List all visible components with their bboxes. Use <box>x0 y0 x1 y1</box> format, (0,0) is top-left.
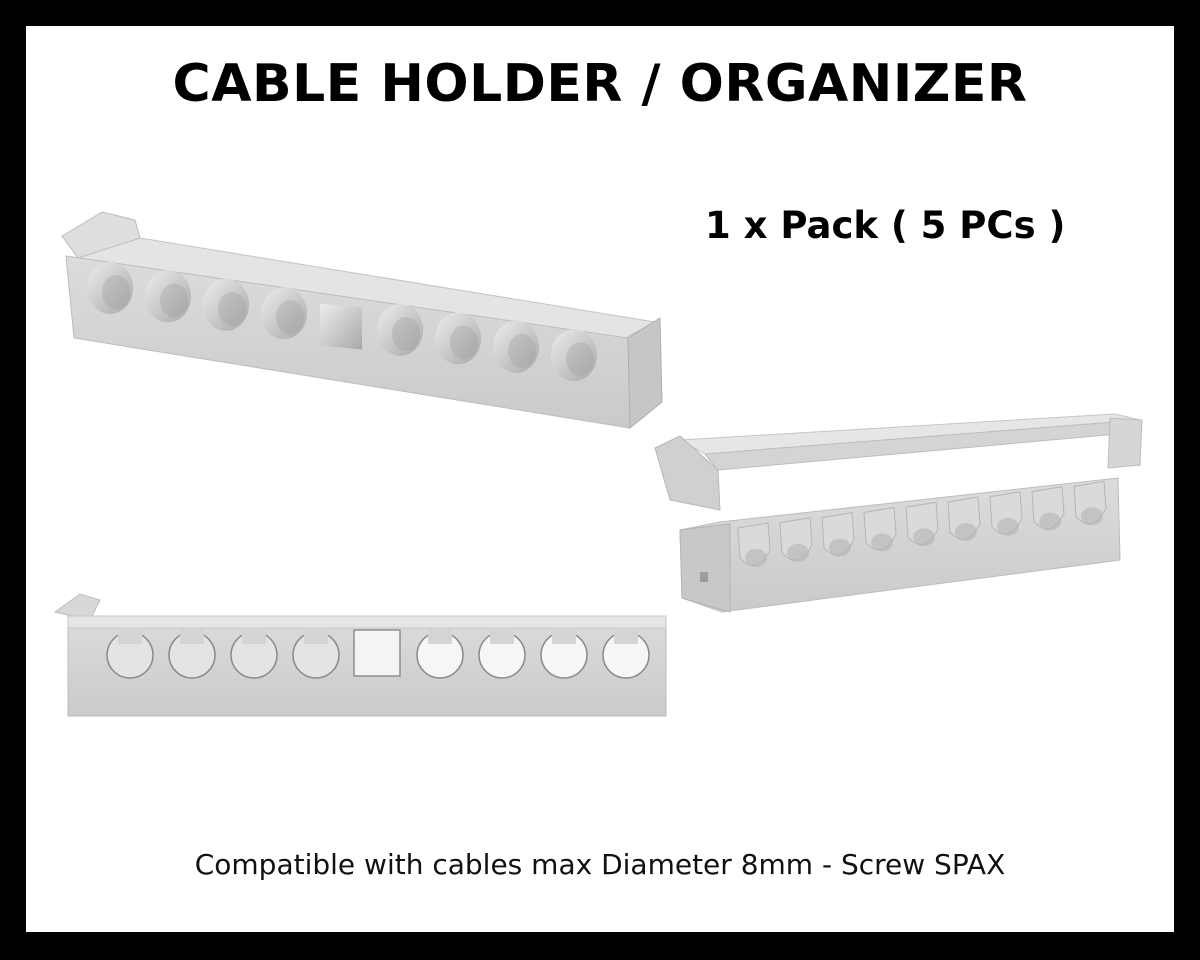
slot-groove <box>745 549 767 567</box>
slot-opening <box>304 628 328 644</box>
slot-opening <box>490 628 514 644</box>
screw-hole <box>700 572 708 582</box>
slot-shadow <box>508 333 536 368</box>
white-canvas <box>26 26 1174 932</box>
cable-slots <box>106 628 650 679</box>
round-slot <box>551 329 597 382</box>
slot-shadow <box>566 342 594 377</box>
slot-opening <box>428 628 452 644</box>
slot-opening <box>180 628 204 644</box>
compatibility-caption: Compatible with cables max Diameter 8mm … <box>194 848 1006 881</box>
round-slot <box>377 304 423 356</box>
pack-quantity-label: 1 x Pack ( 5 PCs ) <box>705 204 1066 247</box>
round-slot <box>145 270 191 323</box>
slot-shadow <box>392 317 420 351</box>
slot-groove <box>1039 512 1061 531</box>
slot-opening <box>552 628 576 644</box>
slot-shadow <box>276 300 304 335</box>
slot-opening <box>614 628 638 644</box>
slot-shadow <box>160 283 188 318</box>
page-title: CABLE HOLDER / ORGANIZER <box>172 54 1028 114</box>
slot-groove <box>1081 507 1103 526</box>
round-slot <box>203 278 249 331</box>
round-slot <box>435 312 481 365</box>
slot-shadow <box>450 325 478 360</box>
square-slot <box>320 303 362 350</box>
slot-groove <box>955 523 977 541</box>
round-slot <box>87 262 133 314</box>
slot-groove <box>871 533 893 552</box>
slot-shadow <box>218 291 246 326</box>
slot-opening <box>118 628 142 644</box>
square-slot <box>353 629 401 677</box>
cable-holder-exploded-view <box>654 413 1143 613</box>
cable-holder-angled-view <box>61 211 663 430</box>
slot-opening <box>242 628 266 644</box>
slot-shadow <box>102 275 130 309</box>
round-slot <box>261 287 307 340</box>
slot-groove <box>913 528 935 547</box>
slot-groove <box>829 538 851 557</box>
cable-holder-front-view <box>53 593 667 717</box>
slot-groove <box>787 543 809 562</box>
cable-slots <box>87 262 597 382</box>
round-slot <box>493 320 539 373</box>
cable-slots-open <box>737 480 1107 567</box>
slot-groove <box>997 517 1019 536</box>
